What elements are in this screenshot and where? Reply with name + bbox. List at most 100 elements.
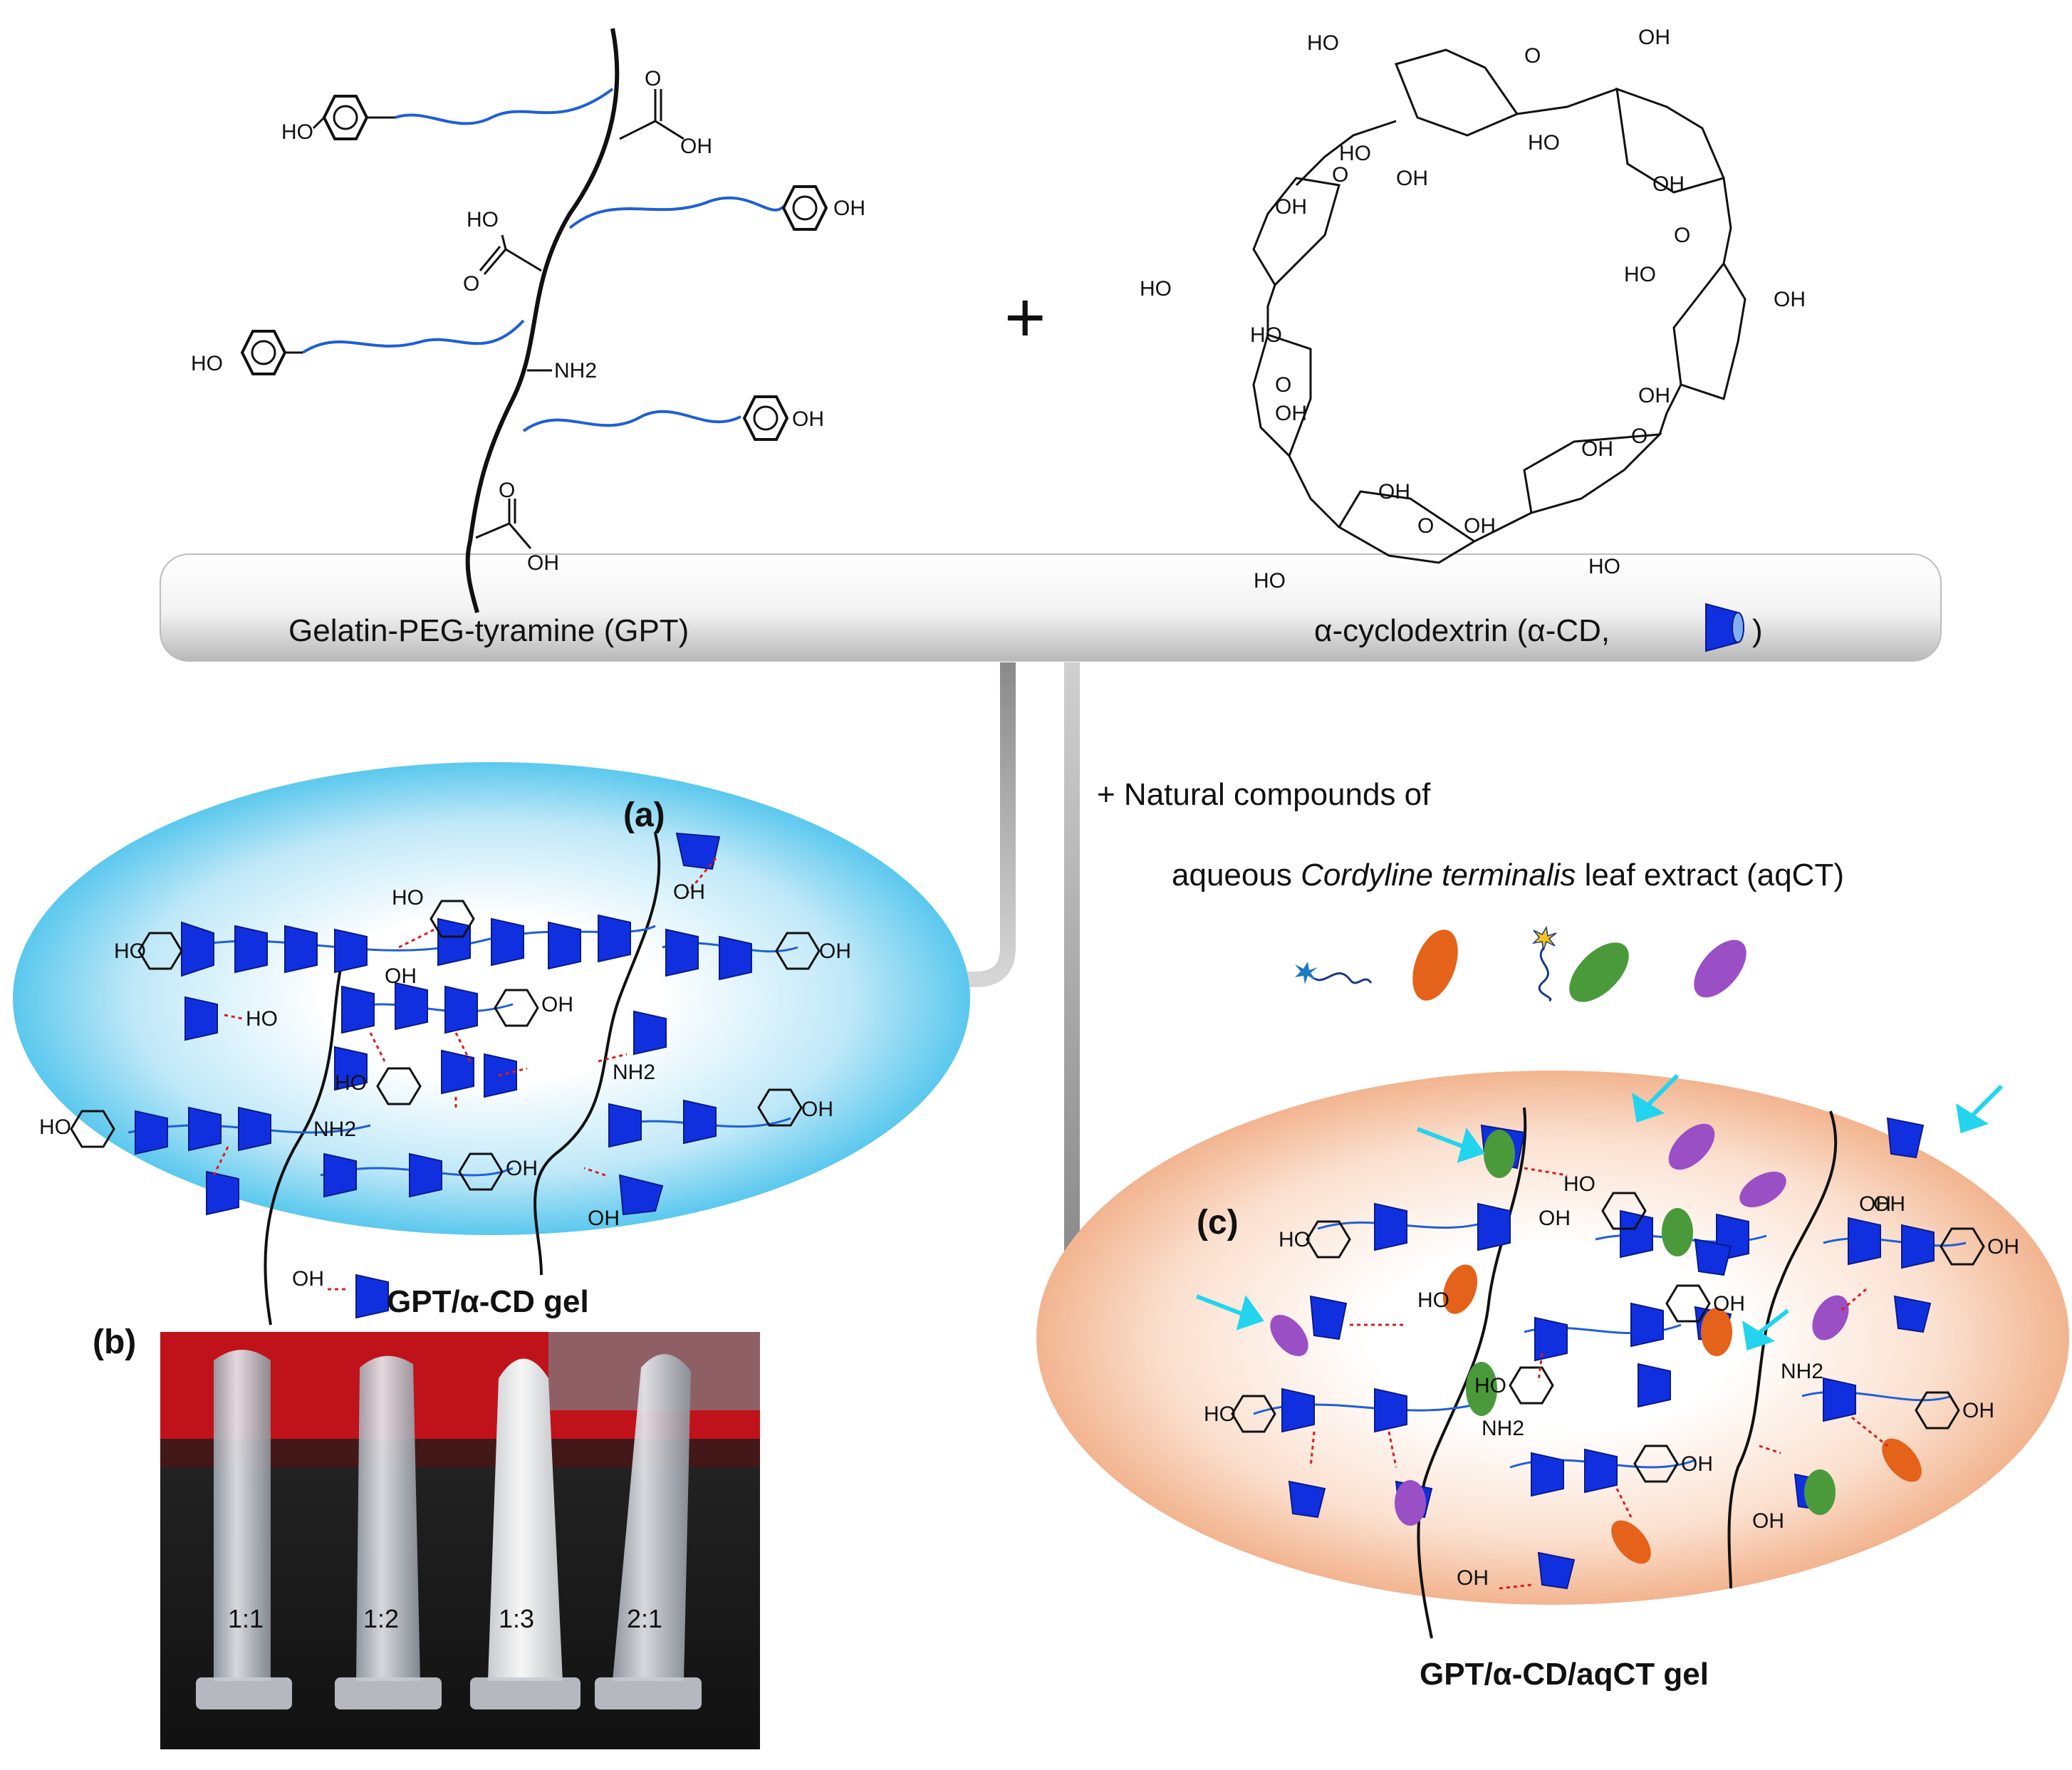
ho-label: HO [281,120,313,144]
svg-text:OH: OH [1275,402,1307,425]
plus-sign: + [1004,278,1046,358]
svg-text:OH: OH [801,1098,833,1121]
svg-text:OH: OH [1987,1235,2019,1259]
svg-text:OH: OH [385,964,417,988]
svg-text:OH: OH [1962,1399,1994,1422]
o-label: O [645,67,661,90]
svg-text:OH: OH [1275,195,1307,219]
gel-c-compounds [1270,1123,1922,1564]
tube-2-1 [595,1354,702,1709]
o-label: O [499,479,515,502]
svg-text:OH: OH [1378,480,1410,504]
yellow-star-chain-compound-icon [1531,925,1557,1002]
label-bar [160,553,1942,662]
cd-cone-icon [1705,603,1744,652]
svg-text:OH: OH [1539,1207,1571,1230]
panel-c-caption: GPT/α-CD/aqCT gel [1420,1657,1709,1692]
svg-text:HO: HO [1624,263,1656,286]
gel-a-ellipse [13,762,970,1235]
svg-text:NH2: NH2 [1781,1360,1823,1383]
svg-text:NH2: NH2 [1482,1417,1524,1440]
gpt-backbone [465,28,620,613]
svg-text:HO: HO [1140,277,1172,301]
svg-text:OH: OH [1581,437,1613,461]
svg-text:OH: OH [1774,288,1806,311]
green-compound-icon [1569,942,1629,1002]
gel-a-chain-right [533,833,661,1276]
tube-1-1 [196,1350,292,1709]
gel-c-chain-right [1727,1110,1838,1589]
carboxyl-group [479,234,542,275]
ho-label: HO [191,352,223,375]
svg-text:O: O [1275,373,1291,397]
svg-text:HO: HO [1307,31,1339,55]
acd-label-close: ) [1752,613,1763,648]
svg-text:NH2: NH2 [313,1118,356,1141]
tyramine-ring-4 [742,395,789,441]
svg-text:HO: HO [392,886,424,910]
svg-text:O: O [1417,514,1434,538]
gel-a-hbonds [212,858,717,1291]
panel-b-label: (b) [93,1323,136,1361]
tyramine-ring-2 [781,185,828,231]
gel-a-cd-cones [135,832,752,1319]
svg-text:OH: OH [588,1207,620,1230]
o-label: O [463,272,479,296]
svg-text:O: O [1674,224,1690,247]
peg-chain-3 [301,319,525,354]
carboxyl-group [619,89,684,140]
svg-text:OH: OH [1638,384,1670,407]
svg-text:HO: HO [1204,1402,1236,1426]
tube-label: 1:2 [363,1604,399,1633]
svg-text:OH: OH [1638,26,1670,49]
oh-label: OH [527,551,559,575]
svg-text:OH: OH [673,880,705,904]
svg-text:HO: HO [1254,569,1286,593]
svg-text:OH: OH [1713,1292,1745,1316]
svg-text:O: O [1631,425,1647,448]
gel-a-labels: HO HO OH OH OH HO OH HO NH2 HO OH NH2 OH… [39,880,851,1291]
peg-chain-2 [568,196,785,229]
top-panel: HO OH HO OH O OH [160,26,1942,662]
carboxyl-group [475,499,532,549]
svg-text:OH: OH [819,939,851,963]
alpha-cyclodextrin-labels: HO OH OH HO HO OH HO OH HO HO OH OH OH O… [1140,26,1806,593]
arrow-to-gel-a [926,662,1016,987]
gel-c-chain-left [1417,1107,1527,1639]
alpha-cyclodextrin-structure [1252,48,1746,564]
svg-text:OH: OH [292,1267,324,1291]
svg-text:HO: HO [1474,1374,1506,1397]
star-chain-compound-icon [1295,962,1373,984]
photo-panel: (b) 1:1 1:2 1:3 2:1 [93,1323,760,1749]
gel-a-panel: HO HO OH OH OH HO OH HO NH2 HO OH NH2 OH… [13,762,970,1326]
oh-label: OH [792,407,824,431]
svg-text:OH: OH [1873,1192,1905,1216]
svg-text:O: O [1332,163,1348,187]
svg-text:OH: OH [1464,514,1496,538]
cyan-arrows [1195,1073,2004,1350]
tyramine-ring-1 [312,95,395,140]
svg-text:HO: HO [246,1007,278,1031]
svg-text:OH: OH [1859,1192,1891,1216]
tube-label: 1:3 [499,1604,534,1633]
svg-text:HO: HO [335,1071,367,1095]
svg-text:OH: OH [1652,172,1685,196]
svg-text:NH2: NH2 [613,1061,655,1084]
tyramine-ring-3 [240,330,303,375]
gel-a-tyramine-rings [70,900,821,1191]
svg-text:OH: OH [506,1157,538,1180]
acd-label: α-cyclodextrin (α-CD, [1314,613,1610,648]
svg-text:HO: HO [1279,1228,1311,1251]
aqct-label: aqueous Cordyline terminalis leaf extrac… [1172,858,1844,892]
svg-text:O: O [1524,44,1541,68]
natural-compounds-label: + Natural compounds of [1097,777,1431,812]
tube-label: 1:1 [228,1604,264,1633]
panel-a-caption: GPT/α-CD gel [387,1284,589,1319]
svg-text:OH: OH [1681,1452,1713,1476]
svg-text:OH: OH [1457,1566,1489,1590]
svg-text:HO: HO [1588,555,1620,578]
svg-text:HO: HO [1563,1172,1595,1196]
svg-text:OH: OH [1752,1509,1784,1533]
tube-label: 2:1 [627,1604,662,1633]
svg-text:HO: HO [1250,323,1282,347]
